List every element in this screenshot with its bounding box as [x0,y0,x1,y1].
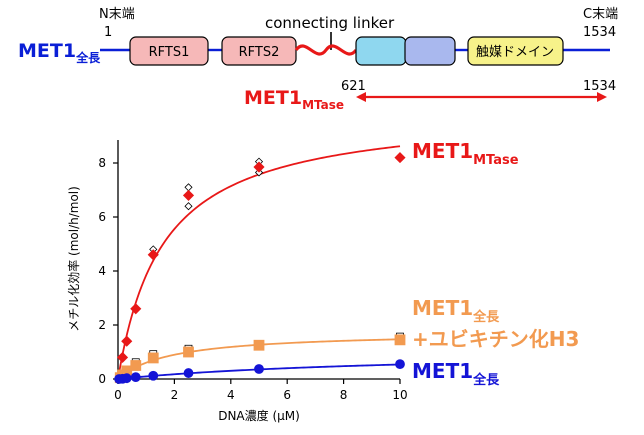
data-point-full [148,370,159,381]
svg-text:MET1全長: MET1全長 [412,296,500,325]
mtase-end-position: 1534 [583,79,616,94]
domain-cyan [355,36,407,66]
mtase-name: MET1 [244,87,302,109]
data-point-full [395,359,405,370]
y-axis-label: メチル化効率 (mol/h/mol) [66,186,81,332]
series-label-mtase-main: MET1 [412,139,473,163]
data-point-ubh3 [183,346,194,358]
series-label-full: MET1全長 [412,359,500,388]
domain-blue [404,36,456,66]
data-point-mtase [121,335,133,347]
x-tick-label: 2 [171,388,179,402]
full-length-title: MET1全長 [18,40,101,65]
y-tick-label: 8 [98,156,106,170]
data-point-ubh3 [147,352,159,364]
domain-rfts2: RFTS2 [221,36,297,66]
mtase-title: MET1MTase [244,87,344,112]
replicate-point-mtase [184,202,193,211]
series-label-mtase: MET1MTase [412,139,519,168]
x-axis-label: DNA濃度 (μM) [218,408,300,423]
y-ticks: 0 2 4 6 8 [98,156,118,386]
x-tick-label: 0 [114,388,122,402]
svg-text:MET1全長: MET1全長 [412,359,500,388]
y-tick-label: 2 [98,318,106,332]
n-term-position: 1 [104,25,112,40]
domain-diagram: N末端 1 C末端 1534 connecting linker MET1全長 … [18,7,618,112]
data-point-ubh3 [394,334,406,346]
y-tick-label: 0 [98,372,106,386]
series-label-ubh3-line2: +ユビキチン化H3 [412,327,579,351]
data-point-full [183,368,194,378]
domain-rfts2-label: RFTS2 [239,45,280,60]
series-label-full-sub: 全長 [472,372,500,388]
series-label-full-main: MET1 [412,359,473,383]
full-length-sub: 全長 [75,50,101,65]
full-length-name: MET1 [18,40,76,62]
data-point-mtase [147,249,159,261]
connecting-linker [294,44,358,56]
series-label-ubh3-main: MET1 [412,296,473,320]
mtase-start-position: 621 [341,79,366,94]
data-point-mtase [253,161,265,173]
series-label-ubh3-sub: 全長 [472,309,500,325]
data-point-mtase [116,351,129,363]
data-point-full [121,373,132,384]
x-tick-label: 10 [392,388,407,402]
mtase-sub: MTase [302,98,344,112]
data-point-ubh3 [253,339,265,351]
n-term-label: N末端 [99,7,135,22]
data-point-mtase [394,152,406,164]
y-tick-label: 4 [98,264,106,278]
x-tick-label: 4 [227,388,235,402]
data-point-mtase [130,303,142,315]
x-tick-label: 8 [340,388,348,402]
c-term-position: 1534 [583,25,616,40]
y-tick-label: 6 [98,210,106,224]
series-label-mtase-sub: MTase [473,153,519,168]
mtase-range-arrow [356,92,607,102]
domain-catalytic-label: 触媒ドメイン [476,45,554,60]
data-point-ubh3 [130,360,142,371]
c-term-label: C末端 [583,7,618,22]
domain-rfts1-label: RFTS1 [149,45,190,60]
x-tick-label: 6 [283,388,291,402]
domain-rfts1: RFTS1 [129,36,209,66]
data-points [114,152,406,384]
connecting-linker-label: connecting linker [265,14,395,32]
data-point-full [254,364,264,374]
svg-text:MET1MTase: MET1MTase [412,139,519,168]
x-ticks: 0 2 4 6 8 10 [114,379,408,402]
replicate-point-mtase [184,183,193,192]
data-point-mtase [182,189,195,201]
data-point-full [130,372,141,383]
series-label-ubh3: MET1全長 +ユビキチン化H3 [412,296,579,351]
domain-catalytic: 触媒ドメイン [467,36,564,66]
chart: 0 2 4 6 8 0 2 4 6 8 10 DNA濃度 (μM) メチル化効率 (mol/h/m… [66,139,579,423]
